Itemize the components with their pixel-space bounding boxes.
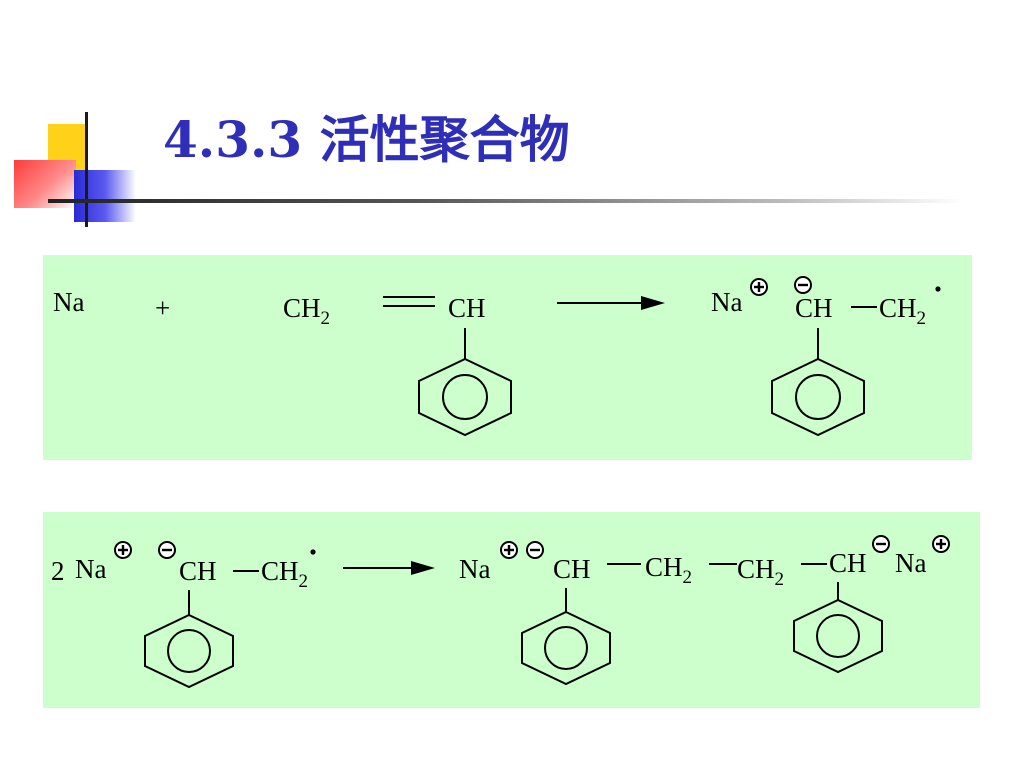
reaction-2-panel: 2 Na CH CH2 Na CH	[43, 512, 980, 708]
ch-carbanion-right: CH	[829, 548, 867, 578]
sodium-reactant: Na	[53, 287, 84, 317]
reaction-arrow-head	[411, 561, 435, 575]
sodium-cation: Na	[75, 554, 106, 584]
title-underline	[48, 199, 963, 203]
positive-charge-icon	[114, 541, 132, 559]
slide-title: 4.3.3 活性聚合物	[163, 110, 570, 169]
reaction-arrow-head	[641, 296, 665, 310]
ch2-group-b: CH2	[737, 554, 784, 590]
sodium-cation-left: Na	[459, 554, 490, 584]
benzene-ring-styrene	[418, 357, 512, 437]
ch-carbanion: CH	[179, 556, 217, 586]
ch2-group-a: CH2	[645, 552, 692, 588]
positive-charge-icon	[932, 535, 950, 553]
ch-carbanion: CH	[795, 293, 833, 323]
positive-charge-icon	[750, 278, 768, 296]
ch2-radical: CH2	[261, 556, 308, 592]
reaction-1-diagram: Na + CH2 CH Na CH CH2	[53, 276, 941, 437]
reaction-1-panel: Na + CH2 CH Na CH CH2	[43, 255, 972, 460]
benzene-ring-product	[771, 357, 865, 437]
ch-carbanion-left: CH	[553, 554, 591, 584]
benzene-ring-left	[521, 610, 611, 686]
benzene-ring-right	[793, 598, 883, 674]
ch2-group: CH2	[283, 293, 330, 329]
plus-sign: +	[155, 293, 170, 323]
positive-charge-icon	[500, 541, 518, 559]
sodium-cation: Na	[711, 287, 742, 317]
decor-blue-square	[74, 170, 136, 222]
negative-charge-icon	[872, 535, 890, 553]
ch-group: CH	[448, 293, 486, 323]
negative-charge-icon	[794, 276, 812, 294]
negative-charge-icon	[158, 541, 176, 559]
radical-dot-icon	[310, 549, 316, 555]
decor-vertical-line	[85, 112, 88, 227]
benzene-ring-reactant	[144, 613, 234, 689]
reaction-2-diagram: 2 Na CH CH2 Na CH	[51, 535, 950, 689]
ch2-radical: CH2	[879, 293, 926, 329]
stoichiometric-coefficient: 2	[51, 556, 65, 586]
radical-dot-icon	[935, 286, 941, 292]
sodium-cation-right: Na	[895, 548, 926, 578]
negative-charge-icon	[526, 541, 544, 559]
